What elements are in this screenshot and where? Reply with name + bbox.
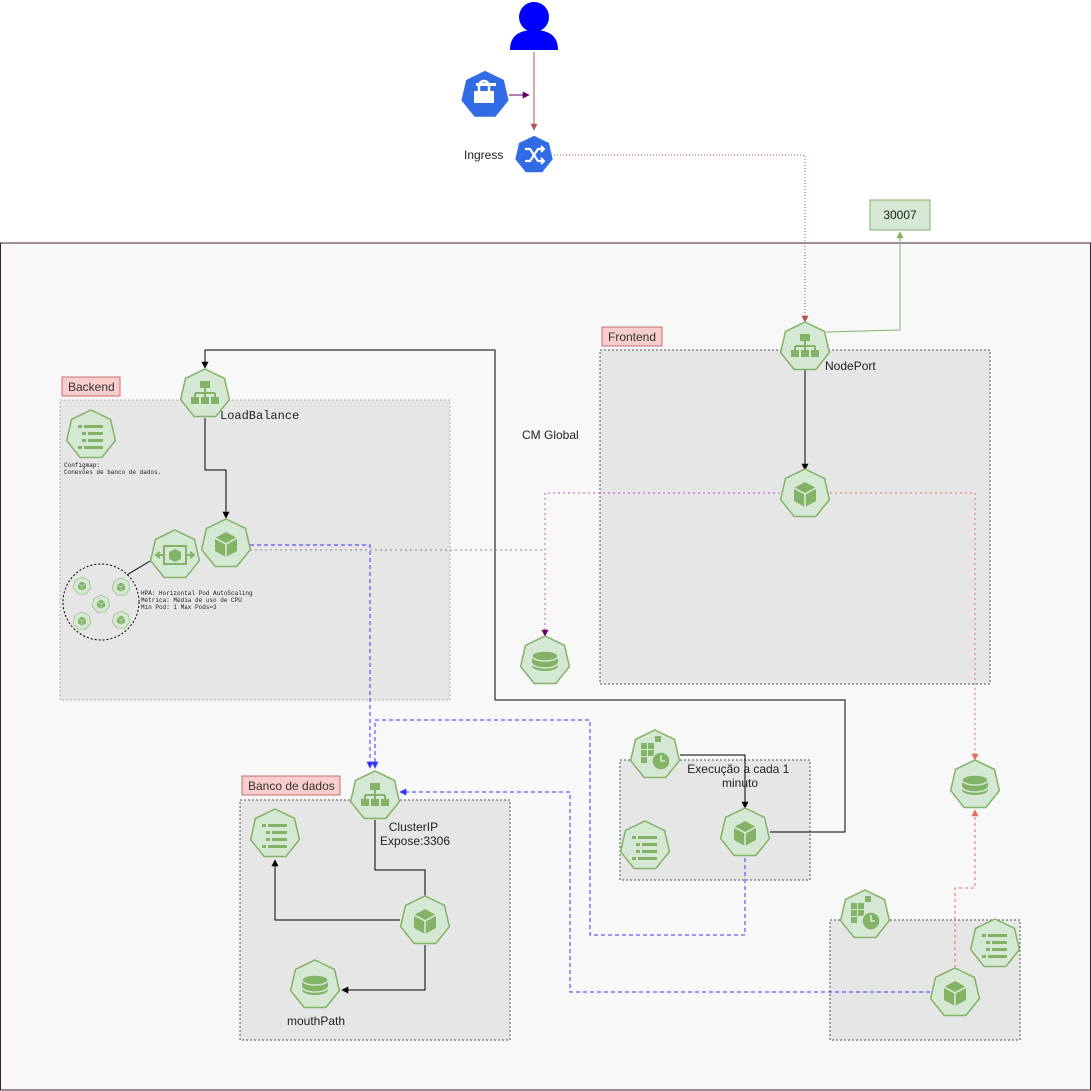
database-tag: Banco de dados bbox=[241, 775, 341, 796]
edge-backend-db bbox=[250, 544, 374, 769]
edge-cron-db bbox=[371, 719, 746, 936]
edge-frontend-cm bbox=[541, 492, 780, 637]
database-tag-label: Banco de dados bbox=[248, 779, 335, 793]
edge-nodeport-port bbox=[825, 231, 904, 333]
edge-cronjob-pod bbox=[680, 754, 749, 809]
ingress-label: Ingress bbox=[464, 148, 503, 162]
user-icon bbox=[510, 2, 558, 50]
loadbalance-label: LoadBalance bbox=[220, 409, 299, 423]
edge-dbpod-cm bbox=[271, 859, 400, 921]
backend-tag-label: Backend bbox=[68, 380, 115, 394]
edge-lb-pod bbox=[204, 418, 230, 519]
edge-clusterip-pod bbox=[374, 820, 429, 904]
clusterip-label: ClusterIP Expose:3306 bbox=[380, 820, 450, 848]
mountpath-label: mouthPath bbox=[287, 1014, 345, 1028]
hpa-note: HPA: Horizontal Pod AutoScaling Métrica:… bbox=[141, 590, 256, 611]
secret-icon bbox=[459, 69, 511, 119]
backend-configmap-note: Configmap: Conexões de banco de dados. bbox=[64, 462, 161, 476]
edge-hpa-replicas bbox=[124, 559, 153, 577]
cm-global-label: CM Global bbox=[522, 428, 579, 442]
edge-cron-frontend bbox=[495, 699, 846, 833]
port-30007-box: 30007 bbox=[869, 199, 931, 231]
edge-frontend-lb bbox=[201, 349, 496, 700]
ingress-icon bbox=[513, 134, 555, 174]
replica-pods-group bbox=[62, 563, 140, 641]
cronjob-label: Execução a cada 1 minuto bbox=[687, 762, 792, 790]
nodeport-label: NodePort bbox=[825, 359, 876, 373]
frontend-tag-label: Frontend bbox=[608, 330, 656, 344]
port-30007-label: 30007 bbox=[883, 208, 917, 222]
frontend-tag: Frontend bbox=[601, 326, 663, 347]
backend-tag: Backend bbox=[61, 376, 121, 397]
edge-job-pv bbox=[954, 809, 979, 968]
edge-frontend-pv bbox=[830, 492, 979, 761]
edge-job-db bbox=[399, 788, 930, 993]
edge-dbpod-pv bbox=[341, 945, 426, 994]
